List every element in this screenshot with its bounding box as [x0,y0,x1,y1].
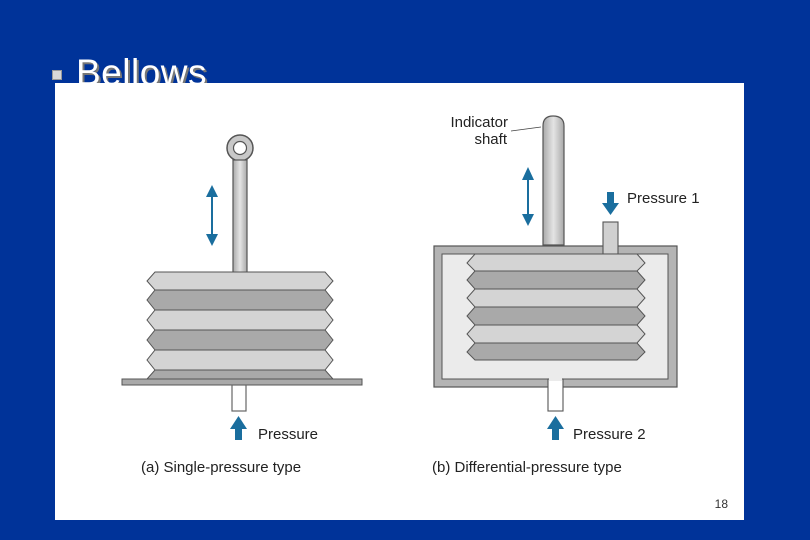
bellows-diagram [121,115,678,440]
diagram-panel: Pressure (a) Single-pressure type Indica… [55,83,744,520]
title-bullet [52,70,62,80]
caption-b: (b) Differential-pressure type [432,459,622,476]
motion-arrow-a [206,185,218,246]
motion-arrow-b [522,167,534,226]
differential-pressure-bellows [433,115,678,440]
indicator-label-line2: shaft [474,131,507,148]
single-pressure-bellows [121,134,363,440]
pressure2-arrow [547,416,564,440]
pressure1-arrow [602,192,619,215]
inlet-tube-bottom-b [547,378,564,412]
pressure-label-a: Pressure [258,426,319,443]
indicator-leader-line [510,126,542,132]
page-number: 18 [714,497,728,511]
inlet-tube-top-b [602,221,619,255]
bellows-a [145,271,335,380]
indicator-shaft-b [542,115,565,246]
base-plate-a [121,378,363,386]
pressure2-label: Pressure 2 [573,426,646,443]
inlet-port-a [231,384,247,412]
pressure1-label: Pressure 1 [627,190,700,207]
indicator-label-line1: Indicator [450,114,508,131]
indicator-rod-a [232,159,248,274]
bellows-b [466,253,646,361]
pressure-arrow-a [230,416,247,440]
caption-a: (a) Single-pressure type [141,459,302,476]
